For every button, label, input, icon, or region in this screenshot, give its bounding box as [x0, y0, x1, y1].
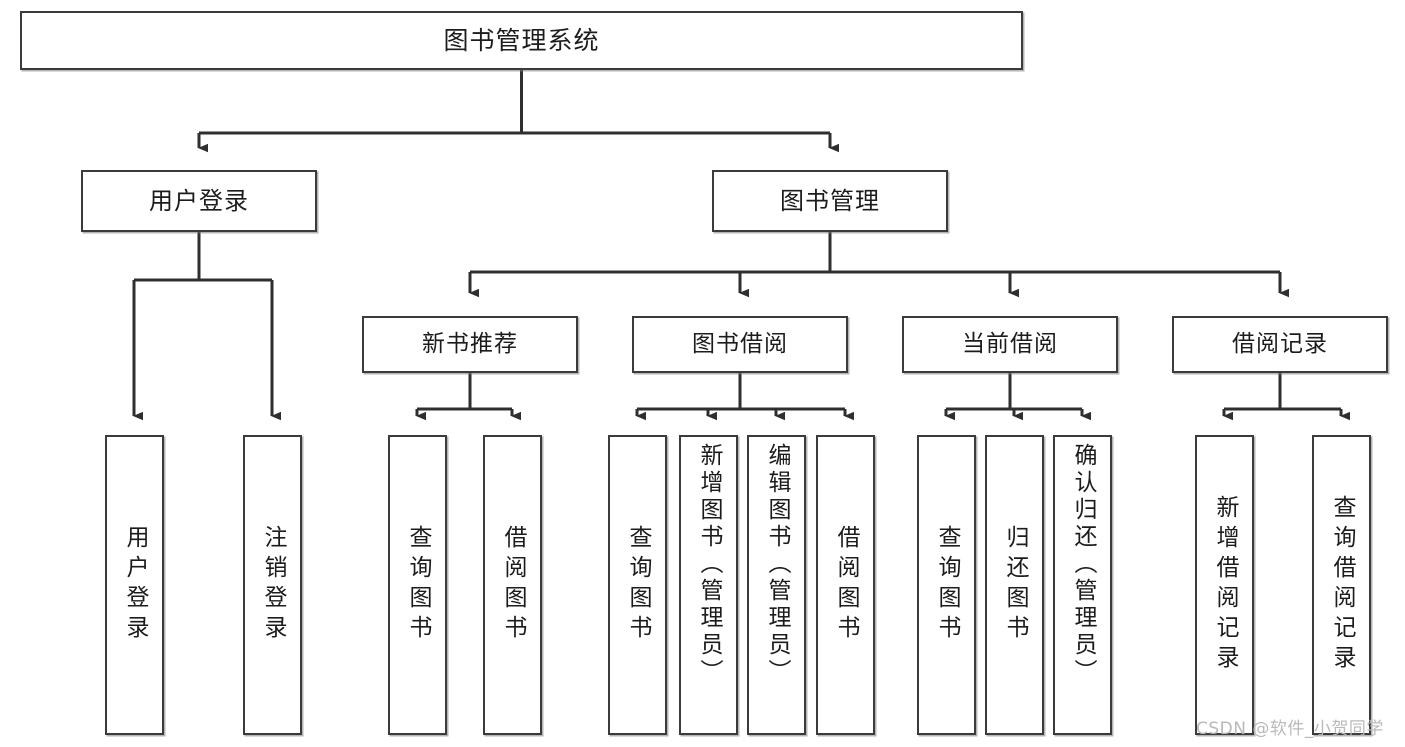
node-user-login-label: 用户登录 — [149, 186, 249, 215]
node-book-borrow-label: 图书借阅 — [692, 330, 788, 357]
node-current-borrow[interactable]: 当前借阅 — [902, 316, 1118, 373]
node-leaf-edit-book[interactable]: 编辑图书（管理员） — [747, 435, 806, 735]
node-leaf-borrow-book-1[interactable]: 借阅图书 — [483, 435, 542, 735]
node-leaf-query-book-3[interactable]: 查询图书 — [917, 435, 976, 735]
node-leaf-query-book-3-label: 查询图书 — [934, 525, 960, 645]
node-new-book-recommend[interactable]: 新书推荐 — [362, 316, 578, 373]
node-leaf-query-book-1[interactable]: 查询图书 — [388, 435, 447, 735]
node-leaf-add-book[interactable]: 新增图书（管理员） — [679, 435, 738, 735]
node-leaf-confirm-return[interactable]: 确认归还（管理员） — [1053, 435, 1112, 735]
node-current-borrow-label: 当前借阅 — [962, 330, 1058, 357]
node-borrow-record[interactable]: 借阅记录 — [1172, 316, 1388, 373]
csdn-watermark: CSDN @软件_小贺同学 — [1196, 719, 1384, 739]
node-leaf-query-book-2-label: 查询图书 — [625, 525, 651, 645]
node-leaf-user-login-label: 用户登录 — [122, 525, 148, 645]
node-book-borrow[interactable]: 图书借阅 — [632, 316, 848, 373]
node-leaf-logout[interactable]: 注销登录 — [243, 435, 302, 735]
node-user-login[interactable]: 用户登录 — [81, 170, 317, 232]
node-leaf-query-record[interactable]: 查询借阅记录 — [1312, 435, 1371, 735]
node-leaf-logout-label: 注销登录 — [260, 525, 286, 645]
node-leaf-return-book[interactable]: 归还图书 — [985, 435, 1044, 735]
node-leaf-borrow-book-1-label: 借阅图书 — [500, 525, 526, 645]
node-new-book-recommend-label: 新书推荐 — [422, 330, 518, 357]
node-leaf-add-record[interactable]: 新增借阅记录 — [1195, 435, 1254, 735]
node-leaf-borrow-book-2-label: 借阅图书 — [833, 525, 859, 645]
node-leaf-add-record-label: 新增借阅记录 — [1212, 495, 1238, 675]
node-book-manage-label: 图书管理 — [780, 186, 880, 215]
node-root-system[interactable]: 图书管理系统 — [20, 11, 1023, 70]
node-root-system-label: 图书管理系统 — [443, 25, 600, 55]
node-leaf-edit-book-label: 编辑图书（管理员） — [764, 443, 790, 686]
node-leaf-return-book-label: 归还图书 — [1002, 525, 1028, 645]
node-leaf-borrow-book-2[interactable]: 借阅图书 — [816, 435, 875, 735]
node-leaf-query-record-label: 查询借阅记录 — [1329, 495, 1355, 675]
node-leaf-add-book-label: 新增图书（管理员） — [696, 443, 722, 686]
node-leaf-query-book-2[interactable]: 查询图书 — [608, 435, 667, 735]
node-leaf-query-book-1-label: 查询图书 — [405, 525, 431, 645]
node-book-manage[interactable]: 图书管理 — [712, 170, 948, 232]
node-leaf-confirm-return-label: 确认归还（管理员） — [1070, 443, 1096, 686]
node-borrow-record-label: 借阅记录 — [1232, 330, 1328, 357]
node-leaf-user-login[interactable]: 用户登录 — [105, 435, 164, 735]
